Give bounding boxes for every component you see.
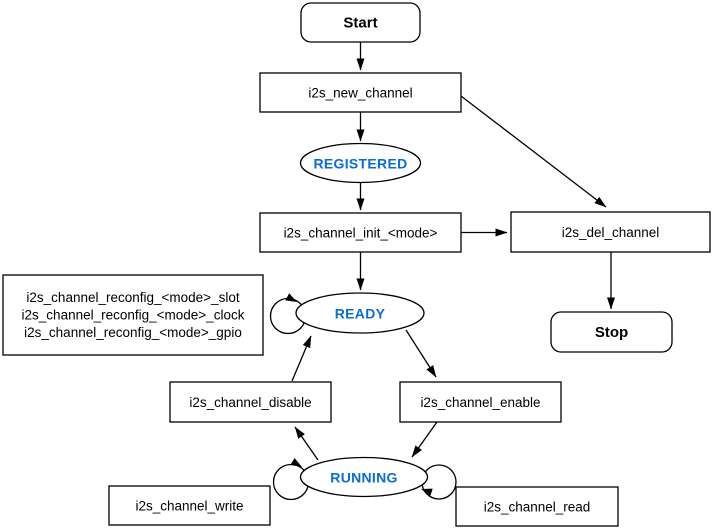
edge-enable-to-running <box>411 421 438 458</box>
reconfig-gpio-label: i2s_channel_reconfig_<mode>_gpio <box>24 325 242 340</box>
edge-new-channel-to-del-channel <box>460 95 607 208</box>
edge-ready-to-enable <box>405 329 437 378</box>
node-i2s-del-channel: i2s_del_channel <box>510 211 711 253</box>
i2s-del-channel-label: i2s_del_channel <box>562 225 660 240</box>
node-i2s-new-channel: i2s_new_channel <box>259 72 462 113</box>
running-self-loop-left-arrowhead <box>290 458 302 467</box>
node-i2s-channel-init: i2s_channel_init_<mode> <box>259 212 462 253</box>
node-running: RUNNING <box>299 456 429 498</box>
edge-running-to-disable <box>294 426 319 461</box>
node-ready: READY <box>295 292 425 334</box>
running-state-label: RUNNING <box>330 470 397 486</box>
running-self-loop-right <box>421 464 457 500</box>
reconfig-clock-label: i2s_channel_reconfig_<mode>_clock <box>22 308 245 323</box>
i2s-new-channel-label: i2s_new_channel <box>308 86 412 101</box>
node-i2s-channel-disable: i2s_channel_disable <box>169 381 332 423</box>
stop-label: Stop <box>595 324 628 341</box>
i2s-channel-enable-label: i2s_channel_enable <box>420 395 540 410</box>
i2s-channel-read-label: i2s_channel_read <box>484 500 591 515</box>
node-reconfig-group: i2s_channel_reconfig_<mode>_slot i2s_cha… <box>2 274 264 356</box>
node-start: Start <box>300 2 421 43</box>
node-i2s-channel-read: i2s_channel_read <box>455 486 619 527</box>
i2s-channel-disable-label: i2s_channel_disable <box>189 395 311 410</box>
edge-disable-to-ready <box>291 335 312 382</box>
start-label: Start <box>343 15 377 32</box>
reconfig-slot-label: i2s_channel_reconfig_<mode>_slot <box>26 290 239 305</box>
registered-state-label: REGISTERED <box>313 156 407 172</box>
i2s-channel-write-label: i2s_channel_write <box>135 499 243 514</box>
i2s-channel-init-label: i2s_channel_init_<mode> <box>284 226 438 241</box>
ready-self-loop-arrowhead <box>285 293 297 302</box>
node-registered: REGISTERED <box>299 142 422 184</box>
node-i2s-channel-write: i2s_channel_write <box>108 485 271 526</box>
ready-state-label: READY <box>335 306 386 322</box>
running-self-loop-right-arrowhead <box>421 488 433 497</box>
node-stop: Stop <box>550 311 673 353</box>
node-i2s-channel-enable: i2s_channel_enable <box>399 381 562 423</box>
